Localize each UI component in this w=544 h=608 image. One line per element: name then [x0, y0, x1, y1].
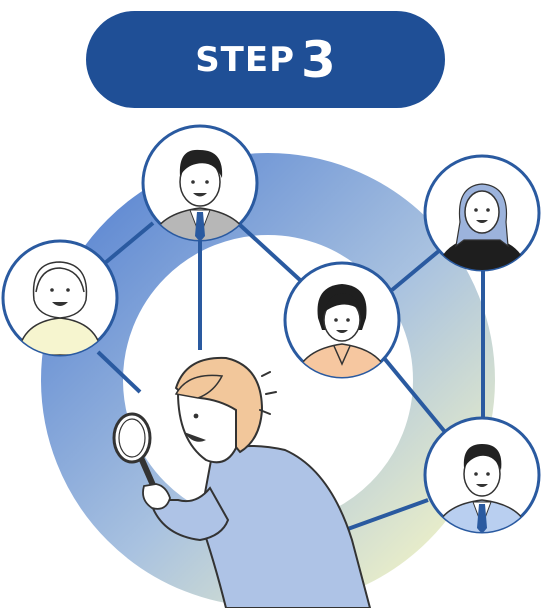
step-number: 3: [301, 30, 336, 89]
step-label: STEP: [195, 39, 296, 80]
person-woman-center: [283, 261, 401, 379]
person-man-bottom-right: [423, 416, 541, 534]
person-woman-left: [1, 239, 119, 357]
person-man-top: [141, 124, 259, 242]
person-woman-top-right: [423, 154, 541, 272]
step-badge: STEP 3: [86, 11, 445, 108]
person-with-magnifier: [112, 356, 372, 608]
connection-lines: [96, 221, 485, 532]
